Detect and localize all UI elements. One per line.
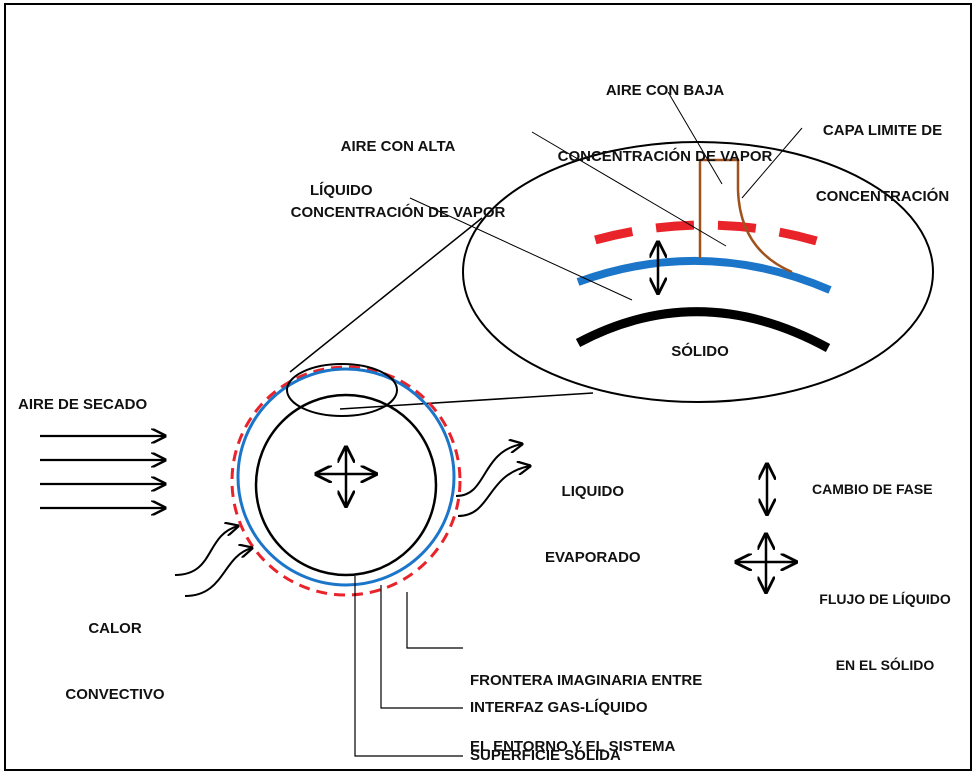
leader-superficie <box>354 576 463 757</box>
label-capa-limite-l2: CONCENTRACIÓN <box>815 188 950 205</box>
label-flujo-liquido-l2: EN EL SÓLIDO <box>835 657 935 673</box>
leader-liquido <box>409 197 633 301</box>
label-aire-baja: AIRE CON BAJA CONCENTRACIÓN DE VAPOR <box>540 36 790 190</box>
leader-aire-alta <box>531 131 727 247</box>
label-interfaz: INTERFAZ GAS-LÍQUIDO <box>470 699 648 716</box>
label-frontera: FRONTERA IMAGINARIA ENTRE EL ENTORNO Y E… <box>470 626 702 780</box>
label-frontera-l2: EL ENTORNO Y EL SISTEMA <box>470 738 676 755</box>
zoom-source-ellipse <box>286 363 398 417</box>
label-superficie: SUPERFICIE SÓLIDA <box>470 747 621 764</box>
label-liquido: LÍQUIDO <box>310 182 373 199</box>
label-calor-l2: CONVECTIVO <box>65 686 165 703</box>
label-frontera-l1: FRONTERA IMAGINARIA ENTRE <box>470 672 703 689</box>
concentration-profile <box>698 158 793 274</box>
label-aire-alta-l2: CONCENTRACIÓN DE VAPOR <box>290 204 506 221</box>
zoom-connector-bottom <box>339 392 594 410</box>
leader-frontera <box>406 592 463 649</box>
leader-aire-baja <box>667 91 723 185</box>
label-flujo-liquido: FLUJO DE LÍQUIDO EN EL SÓLIDO <box>800 544 970 698</box>
label-aire-baja-l1: AIRE CON BAJA <box>605 82 725 99</box>
interface-circle <box>236 367 456 587</box>
label-solido: SÓLIDO <box>671 343 729 360</box>
label-aire-alta: AIRE CON ALTA CONCENTRACIÓN DE VAPOR <box>268 92 528 246</box>
zoom-boundary-arc <box>576 220 832 250</box>
zoom-interface-arc <box>576 256 832 294</box>
label-aire-secado: AIRE DE SECADO <box>18 396 148 413</box>
label-calor-l1: CALOR <box>88 620 142 637</box>
heat-arrow-2 <box>184 548 252 597</box>
solid-circle <box>254 393 438 577</box>
zoom-ellipse <box>462 141 934 403</box>
evaporation-arrow-1 <box>455 444 522 497</box>
zoom-connector-top <box>289 217 483 373</box>
heat-arrow-1 <box>174 526 238 576</box>
label-liquido-evaporado: LIQUIDO EVAPORADO <box>545 437 641 591</box>
label-capa-limite: CAPA LIMITE DE CONCENTRACIÓN <box>795 76 970 230</box>
label-flujo-liquido-l1: FLUJO DE LÍQUIDO <box>819 591 951 607</box>
label-aire-baja-l2: CONCENTRACIÓN DE VAPOR <box>557 148 773 165</box>
leader-capa-limite <box>741 127 803 199</box>
label-cambio-fase: CAMBIO DE FASE <box>812 481 933 497</box>
label-calor-convectivo: CALOR CONVECTIVO <box>55 574 175 728</box>
label-aire-alta-l1: AIRE CON ALTA <box>340 138 456 155</box>
leader-interfaz <box>380 585 463 709</box>
zoom-solid-arc <box>575 307 831 352</box>
label-liquido-evaporado-l1: LIQUIDO <box>561 483 625 500</box>
label-liquido-evaporado-l2: EVAPORADO <box>545 549 641 566</box>
label-capa-limite-l1: CAPA LIMITE DE <box>822 122 943 139</box>
boundary-circle <box>230 365 462 597</box>
evaporation-arrow-2 <box>457 466 530 517</box>
